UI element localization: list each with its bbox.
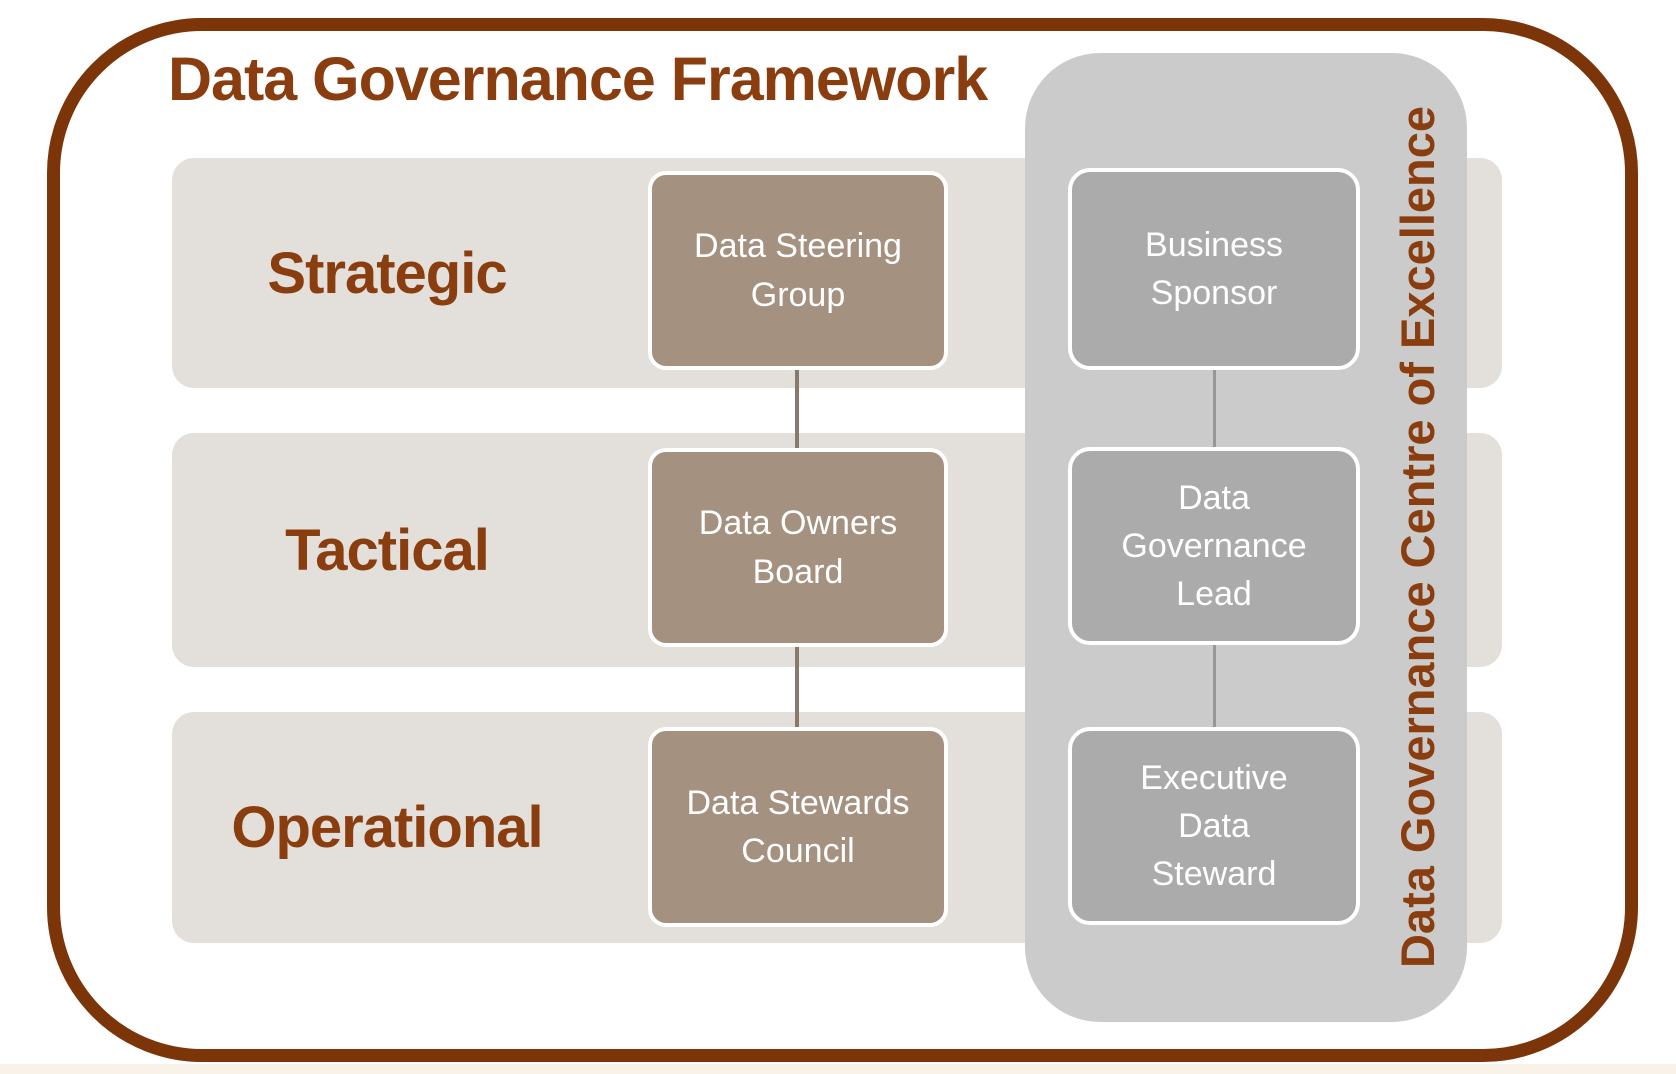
connector-framework-1 xyxy=(795,368,799,450)
connector-coe-2 xyxy=(1213,643,1216,729)
box-data-owners-board: Data Owners Board xyxy=(648,448,948,647)
box-executive-data-steward: Executive Data Steward xyxy=(1068,727,1360,925)
outer-frame-border xyxy=(47,18,1638,1062)
box-data-governance-lead: Data Governance Lead xyxy=(1068,447,1360,645)
box-business-sponsor: Business Sponsor xyxy=(1068,168,1360,370)
diagram-title: Data Governance Framework xyxy=(168,45,988,113)
box-data-stewards-council: Data Stewards Council xyxy=(648,727,948,927)
connector-coe-1 xyxy=(1213,368,1216,449)
level-label-strategic: Strategic xyxy=(267,240,507,306)
connector-framework-2 xyxy=(795,645,799,729)
level-label-tactical: Tactical xyxy=(285,517,490,583)
bottom-edge-strip xyxy=(0,1064,1676,1074)
level-label-operational: Operational xyxy=(231,795,543,860)
box-data-steering-group: Data Steering Group xyxy=(648,171,948,370)
